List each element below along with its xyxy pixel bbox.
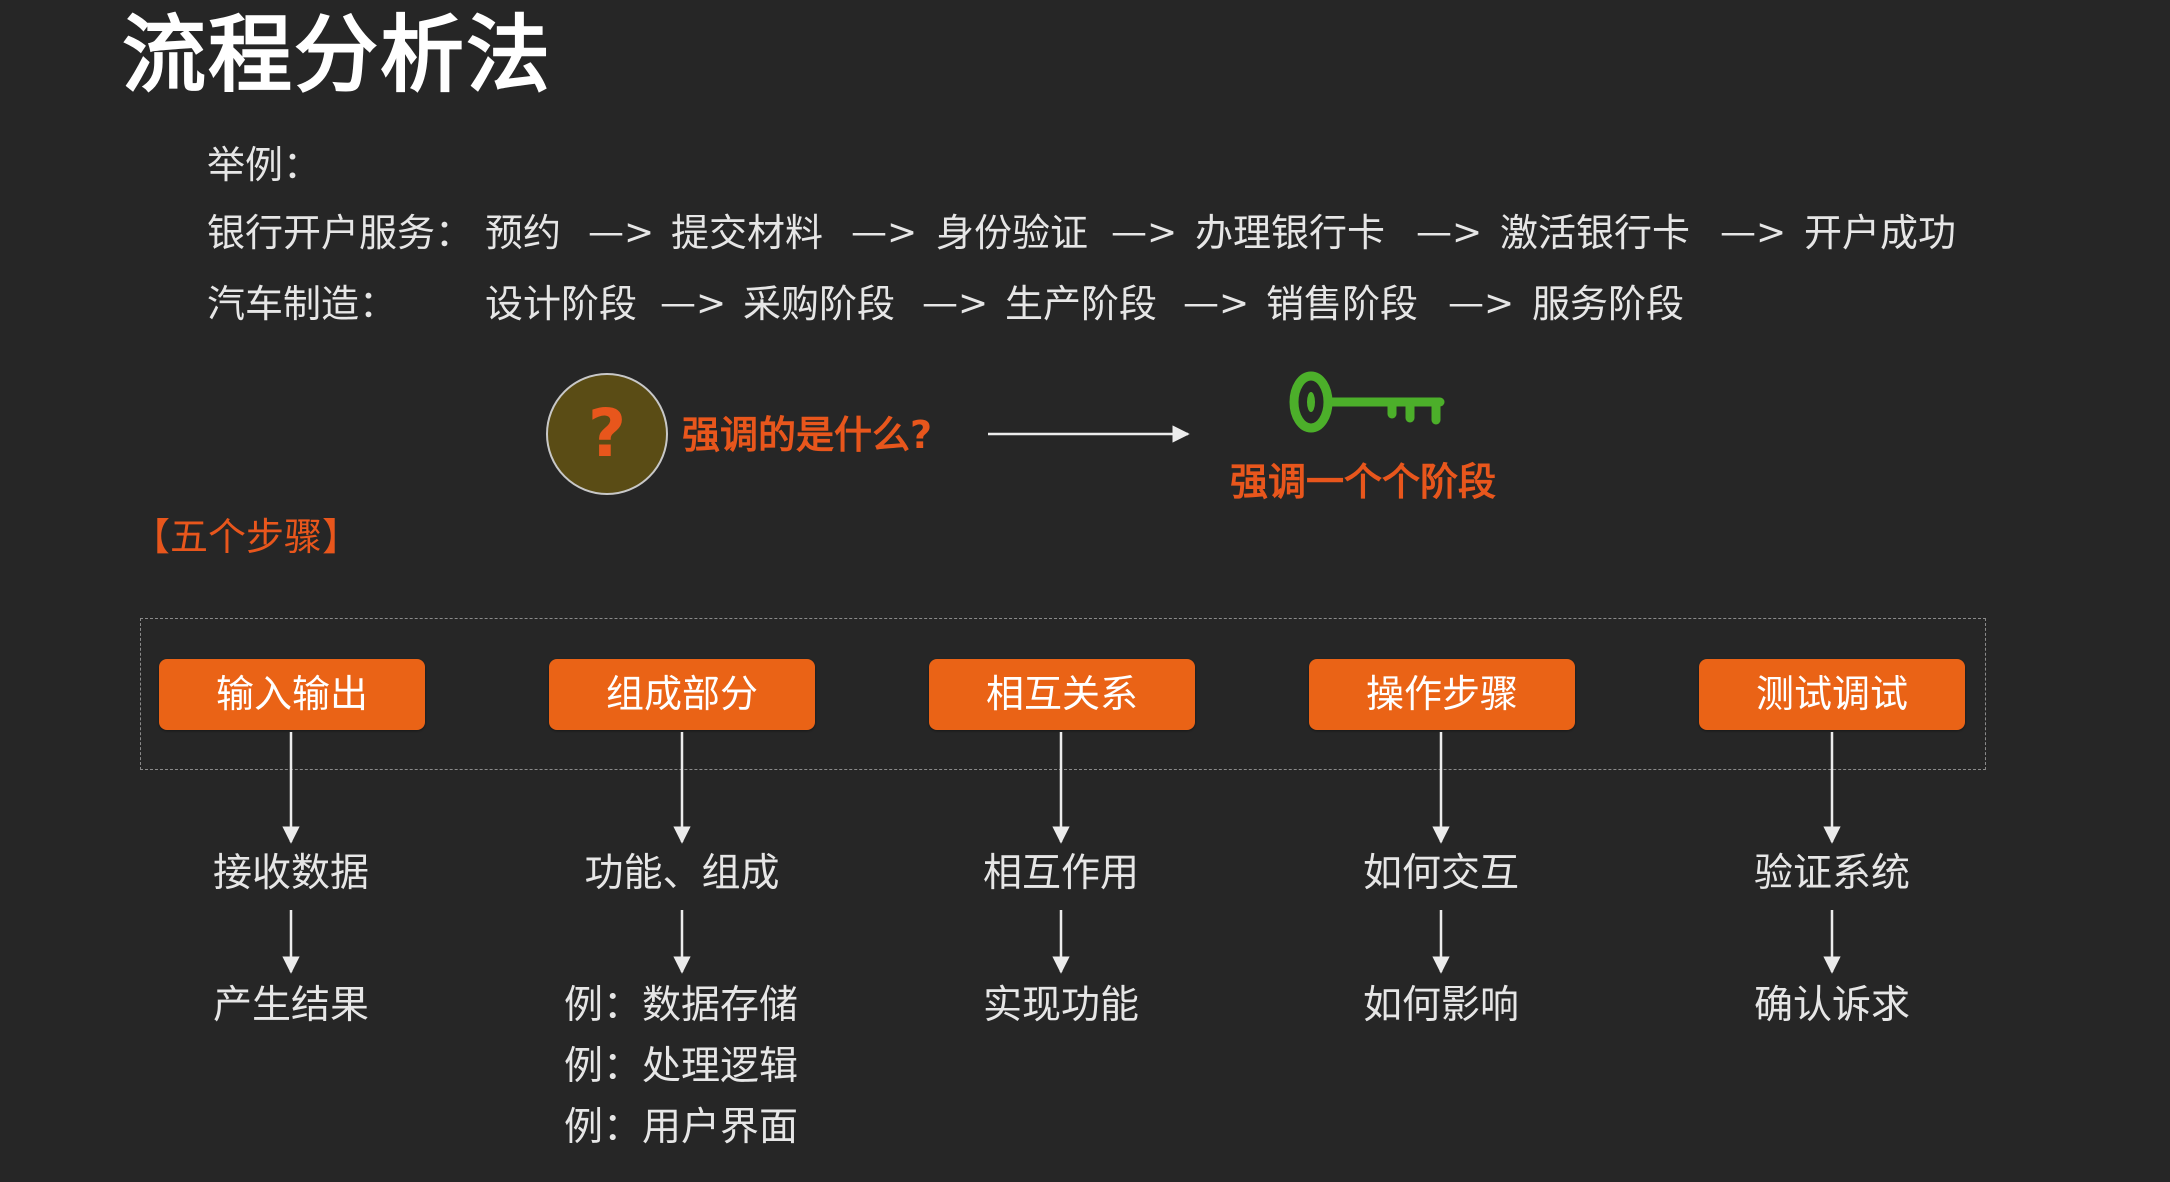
bank-step: 开户成功 — [1804, 211, 1957, 255]
bank-step: 激活银行卡 — [1500, 211, 1691, 255]
column-level2-text: 实现功能 — [982, 983, 1139, 1028]
car-arrow: —> — [922, 283, 989, 324]
car-row-label: 汽车制造： — [207, 282, 398, 326]
car-step: 设计阶段 — [485, 282, 638, 326]
bank-step: 办理银行卡 — [1195, 211, 1386, 255]
answer-text: 强调一个个阶段 — [1230, 460, 1497, 504]
key-icon — [1289, 371, 1445, 433]
column-level2-text: 例：用户界面 — [564, 1105, 799, 1150]
column-level2-text: 如何影响 — [1362, 983, 1519, 1028]
column-level2-text: 确认诉求 — [1753, 983, 1910, 1028]
column-level1-text: 验证系统 — [1753, 851, 1910, 896]
step-box-input-output: 输入输出 — [159, 659, 425, 730]
bank-step: 身份验证 — [936, 211, 1089, 255]
bank-arrow: —> — [851, 212, 918, 253]
step-box-testing: 测试调试 — [1699, 659, 1965, 730]
car-step: 采购阶段 — [743, 282, 896, 326]
car-step: 生产阶段 — [1005, 282, 1158, 326]
step-box-relationships: 相互关系 — [929, 659, 1195, 730]
car-step: 销售阶段 — [1266, 282, 1419, 326]
bank-arrow: —> — [588, 212, 655, 253]
bank-step: 预约 — [485, 211, 562, 255]
column-connectors — [282, 732, 1841, 974]
steps-dotted-container — [140, 618, 1986, 770]
car-arrow: —> — [1448, 283, 1515, 324]
car-arrow: —> — [1183, 283, 1250, 324]
question-mark-circle-icon: ? — [546, 373, 668, 495]
car-step: 服务阶段 — [1532, 282, 1685, 326]
car-arrow: —> — [660, 283, 727, 324]
five-steps-label: 【五个步骤】 — [132, 515, 361, 559]
bank-arrow: —> — [1111, 212, 1178, 253]
column-level1-text: 功能、组成 — [584, 851, 780, 896]
bank-arrow: —> — [1416, 212, 1483, 253]
column-level1-text: 如何交互 — [1362, 851, 1519, 896]
step-box-operations: 操作步骤 — [1309, 659, 1575, 730]
column-level2-text: 例：处理逻辑 — [564, 1044, 799, 1089]
bank-arrow: —> — [1720, 212, 1787, 253]
page-title: 流程分析法 — [122, 6, 553, 104]
bank-row-label: 银行开户服务： — [207, 211, 474, 255]
bank-step: 提交材料 — [671, 211, 824, 255]
question-text: 强调的是什么? — [682, 413, 933, 457]
example-label: 举例： — [207, 143, 322, 187]
column-level1-text: 相互作用 — [982, 851, 1139, 896]
column-level2-text: 例：数据存储 — [564, 983, 799, 1028]
column-level1-text: 接收数据 — [212, 851, 369, 896]
column-level2-text: 产生结果 — [212, 983, 369, 1028]
step-box-components: 组成部分 — [549, 659, 815, 730]
